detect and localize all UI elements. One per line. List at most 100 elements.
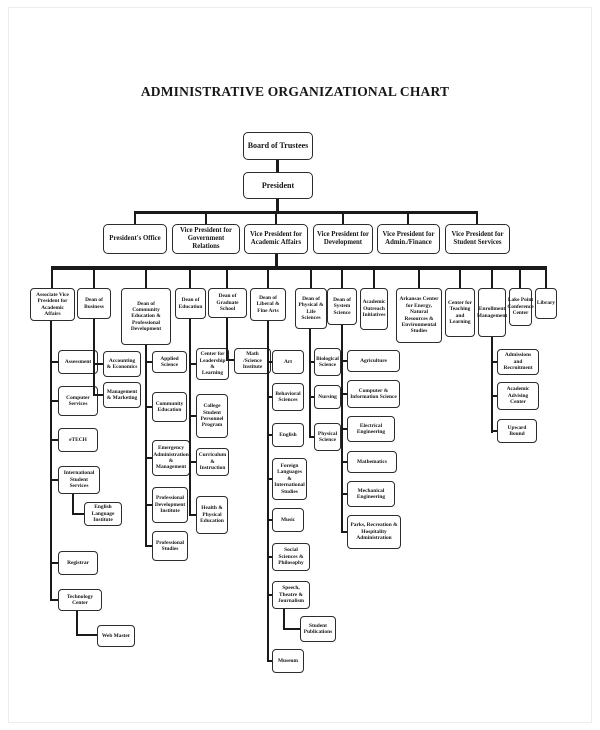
node-upward-bound: Upward Bound: [497, 419, 537, 443]
node-dean-system-science: Dean of System Science: [327, 288, 357, 325]
connector-line: [267, 321, 269, 661]
connector-line: [275, 213, 277, 224]
connector-line: [50, 599, 59, 601]
node-center-leadership-learning: Center for Leadership & Learning: [196, 348, 229, 380]
node-academic-advising-center: Academic Advising Center: [497, 382, 539, 410]
node-art: Art: [272, 350, 304, 374]
node-biological-science: Biological Science: [314, 348, 341, 376]
connector-line: [93, 319, 95, 396]
connector-line: [267, 556, 272, 558]
node-international-student-services: International Student Services: [58, 466, 100, 494]
node-speech-theatre-journalism: Speech, Theatre & Journalism: [272, 581, 310, 609]
connector-line: [309, 436, 314, 438]
connector-line: [283, 628, 300, 630]
connector-line: [407, 213, 409, 224]
connector-line: [341, 493, 347, 495]
node-accounting-economics: Accounting & Economics: [103, 351, 141, 377]
node-museum: Museum: [272, 649, 304, 673]
node-enrollment-management: Enrollment Management: [477, 288, 507, 337]
node-assessment: Assessment: [58, 350, 98, 374]
node-avp-academic-affairs: Associate Vice President for Academic Af…: [30, 288, 75, 321]
connector-line: [72, 513, 84, 515]
connector-line: [459, 270, 461, 288]
connector-line: [267, 660, 272, 662]
connector-line: [309, 361, 314, 363]
connector-line: [373, 270, 375, 288]
node-english: English: [272, 423, 304, 447]
node-music: Music: [272, 508, 304, 532]
node-library: Library: [535, 288, 557, 319]
connector-line: [491, 395, 497, 397]
node-dean-physical-life-sciences: Dean of Physical & Life Sciences: [295, 288, 327, 329]
connector-line: [145, 545, 152, 547]
connector-line: [93, 363, 103, 365]
connector-line: [226, 359, 234, 361]
node-professional-studies: Professional Studies: [152, 531, 188, 561]
node-vp-government-relations: Vice President for Government Relations: [172, 224, 240, 254]
node-college-student-personnel: College Student Personnel Program: [196, 394, 228, 438]
connector-line: [50, 479, 59, 481]
connector-line: [491, 430, 497, 432]
node-applied-science: Applied Science: [152, 351, 187, 373]
connector-line: [50, 439, 59, 441]
connector-line: [341, 461, 347, 463]
node-math-science-institute: Math /Science Institute: [234, 348, 271, 374]
connector-line: [189, 319, 191, 516]
chart-title: ADMINISTRATIVE ORGANIZATIONAL CHART: [140, 84, 450, 99]
node-curriculum-instruction: Curriculum & Instruction: [196, 448, 229, 476]
node-physical-science: Physical Science: [314, 423, 341, 451]
connector-line: [283, 609, 285, 630]
connector-line: [342, 213, 344, 224]
connector-line: [145, 504, 152, 506]
connector-line: [189, 514, 196, 516]
connector-line: [476, 213, 478, 224]
node-registrar: Registrar: [58, 551, 98, 575]
connector-line: [134, 211, 478, 214]
connector-line: [205, 213, 207, 224]
node-president: President: [243, 172, 313, 199]
connector-line: [189, 461, 196, 463]
connector-line: [145, 457, 152, 459]
connector-line: [310, 270, 312, 288]
node-vp-academic-affairs: Vice President for Academic Affairs: [244, 224, 308, 254]
connector-line: [93, 270, 95, 288]
connector-line: [267, 519, 272, 521]
node-management-marketing: Management & Marketing: [103, 382, 141, 408]
connector-line: [275, 254, 278, 266]
node-vp-student-services: Vice President for Student Services: [445, 224, 510, 254]
node-board-of-trustees: Board of Trustees: [243, 132, 313, 160]
connector-line: [341, 428, 347, 430]
connector-line: [50, 361, 59, 363]
connector-line: [93, 394, 103, 396]
node-nursing: Nursing: [314, 385, 341, 409]
connector-line: [76, 634, 97, 636]
node-foreign-languages: Foreign Languages & International Studie…: [272, 458, 307, 500]
connector-line: [145, 406, 152, 408]
node-professional-development-institute: Professional Development Institute: [152, 487, 188, 523]
connector-line: [50, 321, 52, 601]
connector-line: [51, 266, 547, 270]
node-community-education: Community Education: [152, 392, 187, 422]
node-english-language-institute: English Language Institute: [84, 502, 122, 526]
node-academic-outreach-initiatives: Academic Outreach Initiatives: [360, 288, 388, 330]
connector-line: [309, 396, 314, 398]
connector-line: [189, 363, 196, 365]
connector-line: [418, 270, 420, 288]
connector-line: [545, 270, 547, 288]
connector-line: [72, 494, 74, 515]
node-parks-recreation-hospitality: Parks, Recreation & Hospitality Administ…: [347, 515, 401, 549]
node-dean-business: Dean of Business: [77, 288, 111, 319]
connector-line: [309, 329, 311, 438]
connector-line: [50, 400, 59, 402]
node-dean-liberal-fine-arts: Dean of Liberal & Fine Arts: [250, 288, 286, 321]
node-agriculture: Agriculture: [347, 350, 400, 372]
node-lake-point-conference-center: Lake Point Conference Center: [507, 288, 534, 326]
node-center-teaching-learning: Center for Teaching and Learning: [445, 288, 475, 337]
node-admissions-recruitment: Admissions and Recruitment: [497, 349, 539, 375]
node-health-physical-education: Health & Physical Education: [196, 496, 228, 534]
connector-line: [267, 434, 272, 436]
node-dean-graduate-school: Dean of Graduate School: [208, 288, 247, 318]
connector-line: [491, 270, 493, 288]
connector-line: [189, 415, 196, 417]
